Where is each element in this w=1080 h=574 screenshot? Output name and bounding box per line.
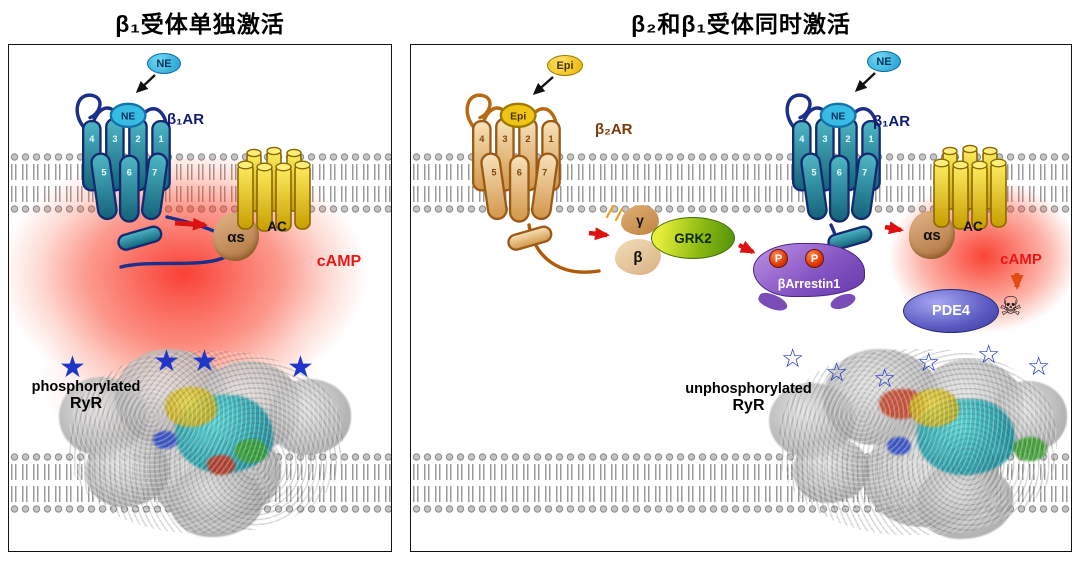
left-panel-title: β₁受体单独激活 <box>115 11 285 37</box>
ryr-lobe <box>793 437 869 503</box>
bound-ne-ligand <box>109 102 147 129</box>
ryr-lobe <box>917 463 1013 539</box>
ryr-caption-line2: RyR <box>732 397 765 414</box>
transmembrane-helices <box>472 117 561 251</box>
helix-number: 4 <box>799 134 805 144</box>
unphospho-star: ☆ <box>825 357 849 387</box>
gbg-recruitment-arrow <box>588 227 610 241</box>
camp-label: cAMP <box>1000 251 1042 268</box>
helix-number: 2 <box>135 134 140 144</box>
b1ar-label: β₁AR <box>873 113 911 130</box>
ryr-caption-line2: RyR <box>69 395 102 412</box>
ryr-caption-line1: unphosphorylated <box>685 381 812 397</box>
ne-ligand-callout: NE <box>147 53 181 74</box>
ryr-caption: phosphorylated RyR <box>11 379 161 413</box>
phospho-star: ★ <box>191 345 218 378</box>
helix-number: 4 <box>89 134 95 144</box>
gamma-label: γ <box>636 212 644 228</box>
helix-number: 2 <box>845 134 850 144</box>
helix-number: 5 <box>811 167 816 177</box>
camp-label: cAMP <box>316 253 362 270</box>
arrestin-label: βArrestin1 <box>777 277 841 291</box>
phospho-star: ★ <box>287 351 314 384</box>
helix-number: 4 <box>479 134 485 144</box>
helix-number: 3 <box>822 134 827 144</box>
ne-binding-arrow <box>854 72 876 93</box>
pde4-label: PDE4 <box>932 303 970 319</box>
b2ar-receptor: 4 3 2 1 5 6 7 Epi <box>465 93 561 251</box>
epi-binding-arrow <box>532 76 554 95</box>
grk2-arrestin-arrow <box>737 240 756 255</box>
ne-ligand-callout: NE <box>867 51 901 72</box>
helix-number: 1 <box>548 134 553 144</box>
bound-ne-ligand <box>819 102 857 129</box>
ryr-domain-yellow <box>909 389 959 427</box>
phosphate-badge: P <box>769 249 788 268</box>
ne-callout-label: NE <box>876 55 892 68</box>
bound-epi-label: Epi <box>510 111 526 122</box>
b1ar-label: β₁AR <box>167 111 205 128</box>
helix-number: 5 <box>101 167 106 177</box>
phosphate-label: P <box>774 252 783 265</box>
ne-callout-label: NE <box>156 57 172 70</box>
unphospho-star: ☆ <box>873 363 897 393</box>
unphospho-star: ☆ <box>917 347 941 377</box>
helix-number: 3 <box>502 134 507 144</box>
helix-number: 2 <box>525 134 530 144</box>
helix-number: 7 <box>542 167 547 177</box>
unphospho-star: ☆ <box>977 339 1001 369</box>
epi-callout-label: Epi <box>556 59 574 72</box>
helix-number: 6 <box>837 167 842 177</box>
ryr-domain-green <box>1013 437 1047 461</box>
bound-epi-ligand <box>499 102 537 129</box>
skull-degradation-icon: ☠ <box>999 291 1023 321</box>
ryr-domain-blue <box>887 437 911 455</box>
beta-label: β <box>633 248 643 266</box>
ac-cylinders <box>933 144 1007 230</box>
right-panel-title: β₂和β₁受体同时激活 <box>631 11 851 37</box>
helix-number: 1 <box>868 134 873 144</box>
epi-ligand-callout: Epi <box>547 55 583 76</box>
b2ar-label: β₂AR <box>595 121 633 138</box>
transmembrane-helices <box>82 117 171 251</box>
helix-number: 7 <box>862 167 867 177</box>
ryr-caption: unphosphorylated RyR <box>651 381 846 415</box>
unphospho-star: ☆ <box>1027 351 1051 381</box>
unphospho-star: ☆ <box>781 343 805 373</box>
transmembrane-helices <box>792 117 881 251</box>
helix-number: 6 <box>127 167 132 177</box>
phosphate-label: P <box>810 252 819 265</box>
ryr-caption-line1: phosphorylated <box>31 379 141 395</box>
ac-label: AC <box>267 219 287 234</box>
phospho-star: ★ <box>153 345 180 378</box>
phosphate-badge: P <box>805 249 824 268</box>
left-panel: ★ ★ ★ ★ phosphorylated RyR NE <box>8 44 392 552</box>
ac-label: AC <box>963 219 983 234</box>
helix-number: 6 <box>517 167 522 177</box>
helix-number: 7 <box>152 167 157 177</box>
ne-binding-arrow <box>135 74 156 94</box>
bound-ne-label: NE <box>831 111 845 122</box>
helix-number: 1 <box>158 134 163 144</box>
bound-ne-label: NE <box>121 111 135 122</box>
grk2-kinase: GRK2 <box>651 217 735 259</box>
pde4-enzyme: PDE4 <box>903 289 999 333</box>
helix-number: 3 <box>112 134 117 144</box>
right-panel: ☆ ☆ ☆ ☆ ☆ ☆ unphosphorylated RyR Epi NE <box>410 44 1072 552</box>
grk2-label: GRK2 <box>674 230 712 246</box>
helix-number: 5 <box>491 167 496 177</box>
